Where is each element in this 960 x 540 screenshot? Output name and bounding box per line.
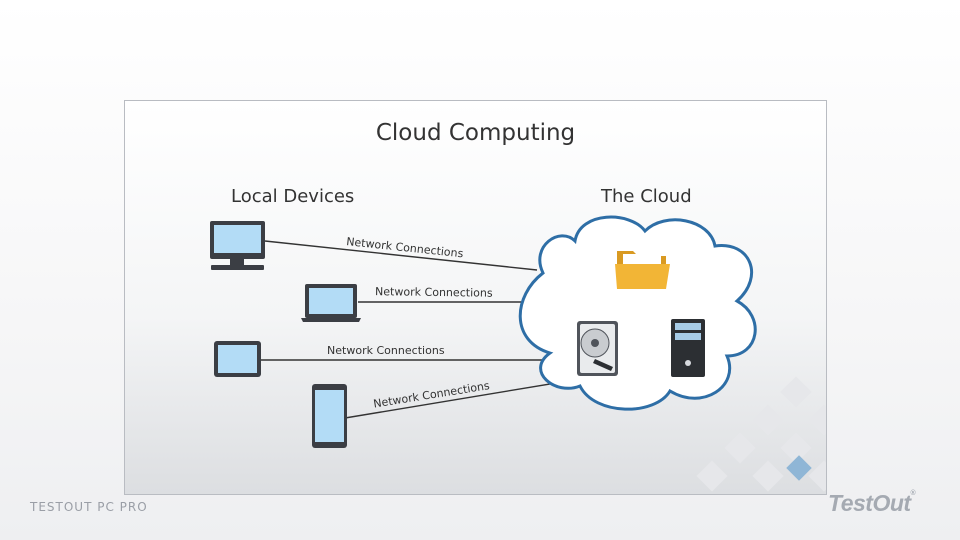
connection-label-2: Network Connections (375, 285, 493, 299)
folder-icon (615, 251, 670, 289)
desktop-monitor-icon (210, 221, 265, 270)
the-cloud-heading: The Cloud (601, 186, 692, 207)
connection-label-4: Network Connections (372, 379, 490, 411)
accent-square (786, 455, 812, 481)
logo-mark: ® (910, 490, 916, 497)
connection-line-4 (344, 380, 569, 419)
hard-drive-icon (577, 321, 618, 376)
local-devices-heading: Local Devices (231, 186, 355, 207)
connection-label-3: Network Connections (327, 344, 445, 357)
logo-text: TestOut (828, 490, 911, 516)
laptop-icon (301, 284, 361, 322)
network-diagram: Network Connections Network Connections … (210, 215, 757, 448)
checker-pattern (696, 376, 826, 492)
slide-title: Cloud Computing (375, 120, 576, 146)
cloud-shape (518, 215, 757, 411)
slide-frame: Cloud Computing Local Devices The Cloud … (124, 100, 827, 495)
server-tower-icon (671, 319, 705, 377)
connection-line-1 (264, 240, 538, 271)
testout-logo: TestOut® (828, 490, 916, 517)
smartphone-icon (312, 384, 347, 448)
footer-course-name: TESTOUT PC PRO (30, 500, 148, 514)
tablet-icon (214, 341, 261, 377)
